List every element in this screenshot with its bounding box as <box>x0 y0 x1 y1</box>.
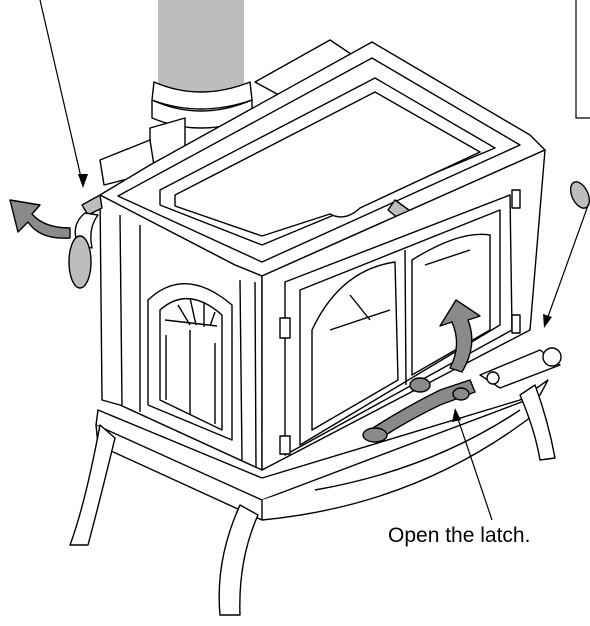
leader-line-latch <box>454 409 493 521</box>
leader-arrowheads <box>78 174 552 422</box>
side-lever <box>68 194 103 289</box>
front-doors <box>279 189 521 456</box>
arrow-left-rotate <box>9 199 71 239</box>
poker-tool <box>569 181 590 209</box>
side-panel <box>147 282 233 441</box>
leader-line-left <box>39 0 84 187</box>
latch-handle <box>362 377 476 443</box>
note-box <box>575 0 590 119</box>
latch-callout: Open the latch. <box>388 524 531 547</box>
stove-top <box>99 41 546 277</box>
leader-line-right <box>544 199 590 326</box>
base <box>95 379 549 521</box>
arrow-up-rotate <box>439 299 481 373</box>
legs <box>69 384 556 616</box>
ash-handle <box>479 347 562 389</box>
leader-lines <box>39 0 590 521</box>
flue-pipe <box>151 0 253 129</box>
